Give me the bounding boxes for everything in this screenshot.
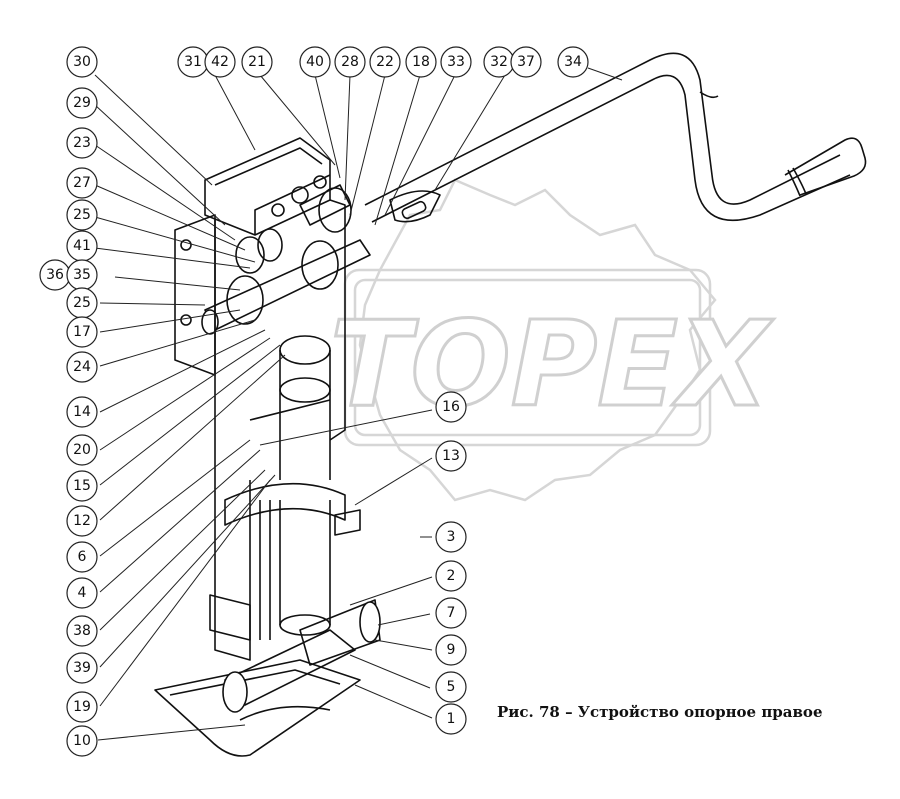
callout-9-label: 9	[447, 642, 456, 658]
callout-29: 29	[66, 87, 98, 119]
callout-21: 21	[241, 46, 273, 78]
callout-36: 36	[39, 259, 71, 291]
callout-7-label: 7	[447, 605, 456, 621]
callout-23-label: 23	[73, 135, 91, 151]
callout-24-label: 24	[73, 359, 91, 375]
callout-34: 34	[557, 46, 589, 78]
callout-34-label: 34	[564, 54, 582, 70]
callout-6-label: 6	[78, 549, 87, 565]
callout-20-label: 20	[73, 442, 91, 458]
callout-38: 38	[66, 615, 98, 647]
callout-17-label: 17	[73, 324, 91, 340]
callout-32-label: 32	[490, 54, 508, 70]
callout-13: 13	[435, 440, 467, 472]
callout-14: 14	[66, 396, 98, 428]
callout-1: 1	[435, 703, 467, 735]
figure-caption: Рис. 78 – Устройство опорное правое	[497, 703, 823, 721]
watermark-text: ТОРЕХ	[330, 295, 774, 433]
callout-37-label: 37	[517, 54, 535, 70]
callout-20: 20	[66, 434, 98, 466]
callout-27: 27	[66, 167, 98, 199]
callout-4-label: 4	[78, 585, 87, 601]
callout-4: 4	[66, 577, 98, 609]
callout-16: 16	[435, 391, 467, 423]
callout-12: 12	[66, 505, 98, 537]
callout-19: 19	[66, 691, 98, 723]
callout-13-label: 13	[442, 448, 460, 464]
leader-lines	[94, 67, 623, 741]
callout-33-label: 33	[447, 54, 465, 70]
callout-12-label: 12	[73, 513, 91, 529]
callout-21-label: 21	[248, 54, 266, 70]
callout-29-label: 29	[73, 95, 91, 111]
callout-25-lower-label: 25	[73, 295, 91, 311]
callout-28: 28	[334, 46, 366, 78]
callout-16-label: 16	[442, 399, 460, 415]
callout-7: 7	[435, 597, 467, 629]
callout-36-label: 36	[46, 267, 64, 283]
support-column	[174, 199, 361, 661]
gear-housing	[204, 137, 331, 236]
callout-30-label: 30	[73, 54, 91, 70]
callout-5-label: 5	[447, 679, 456, 695]
callout-1-label: 1	[447, 711, 456, 727]
callout-25-lower: 25	[66, 287, 98, 319]
callout-25-upper: 25	[66, 199, 98, 231]
callout-14-label: 14	[73, 404, 91, 420]
callout-41: 41	[66, 230, 98, 262]
callout-37: 37	[510, 46, 542, 78]
callout-18: 18	[405, 46, 437, 78]
watermark: ТОРЕХ	[329, 178, 775, 502]
callout-41-label: 41	[73, 238, 91, 254]
callout-2-label: 2	[447, 568, 456, 584]
callout-23: 23	[66, 127, 98, 159]
callout-27-label: 27	[73, 175, 91, 191]
callout-9: 9	[435, 634, 467, 666]
callout-3-label: 3	[447, 529, 456, 545]
callout-31: 31	[177, 46, 209, 78]
callout-30: 30	[66, 46, 98, 78]
callout-22: 22	[369, 46, 401, 78]
callout-31-label: 31	[184, 54, 202, 70]
callout-35: 35	[66, 259, 98, 291]
callout-42: 42	[204, 46, 236, 78]
callout-6: 6	[66, 541, 98, 573]
callout-24: 24	[66, 351, 98, 383]
callout-40: 40	[299, 46, 331, 78]
callout-39-label: 39	[73, 660, 91, 676]
callout-25-upper-label: 25	[73, 207, 91, 223]
callout-35-label: 35	[73, 267, 91, 283]
callout-33: 33	[440, 46, 472, 78]
crank-handle	[364, 52, 867, 223]
callout-18-label: 18	[412, 54, 430, 70]
callout-10: 10	[66, 725, 98, 757]
callout-19-label: 19	[73, 699, 91, 715]
callout-2: 2	[435, 560, 467, 592]
callout-40-label: 40	[306, 54, 324, 70]
foot-assembly	[154, 599, 381, 757]
callout-38-label: 38	[73, 623, 91, 639]
callout-32: 32	[483, 46, 515, 78]
callout-28-label: 28	[341, 54, 359, 70]
callout-3: 3	[435, 521, 467, 553]
callout-15-label: 15	[73, 478, 91, 494]
callout-15: 15	[66, 470, 98, 502]
callout-10-label: 10	[73, 733, 91, 749]
callout-5: 5	[435, 671, 467, 703]
callout-17: 17	[66, 316, 98, 348]
callout-42-label: 42	[211, 54, 229, 70]
callout-39: 39	[66, 652, 98, 684]
callout-22-label: 22	[376, 54, 394, 70]
